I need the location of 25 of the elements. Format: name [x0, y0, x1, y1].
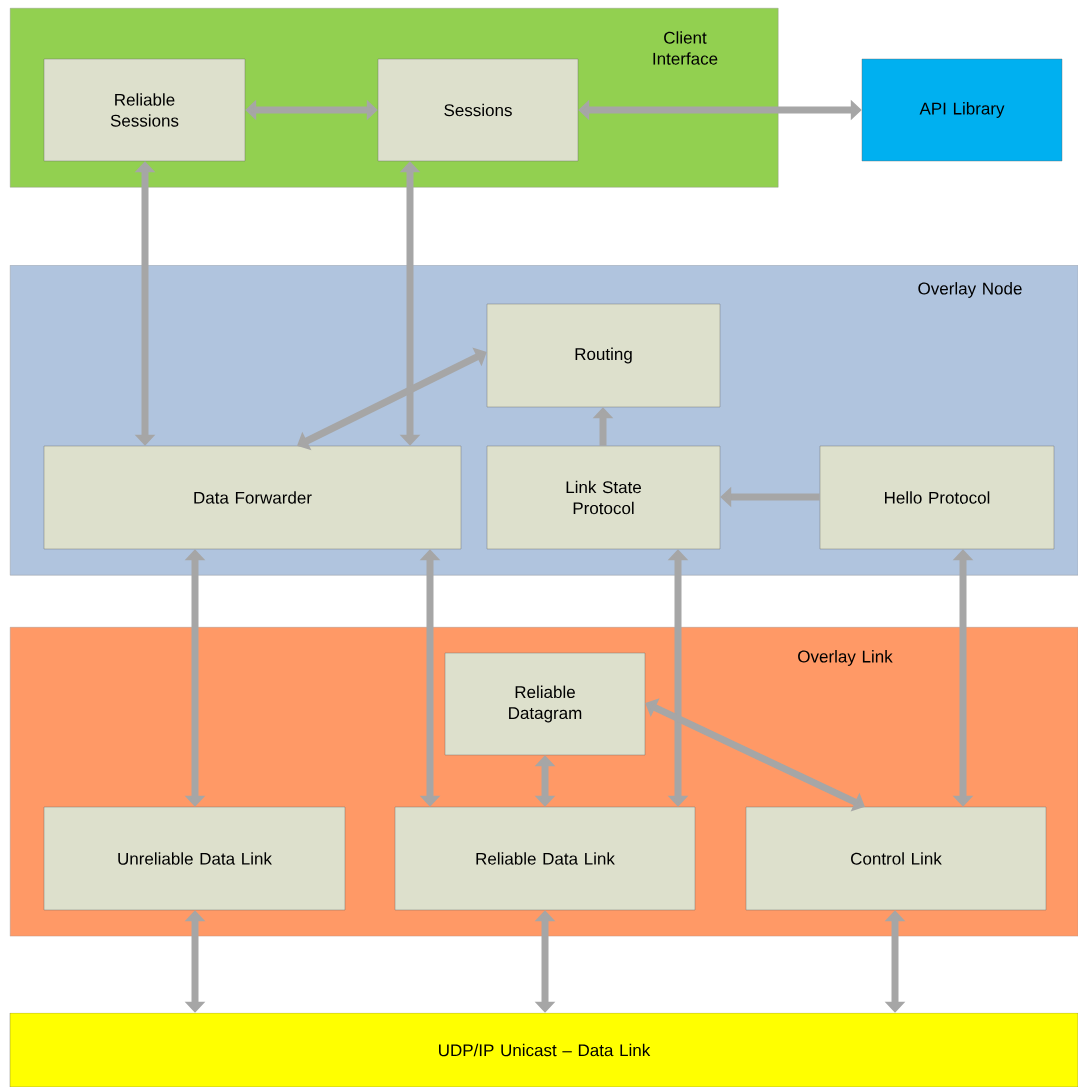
arrow [884, 910, 906, 1013]
process-box: Routing [486, 303, 721, 408]
process-box: Data Forwarder [43, 445, 462, 550]
arrow [184, 910, 206, 1013]
process-box: Reliable Sessions [43, 58, 246, 162]
arrow [245, 99, 378, 121]
arrow [419, 549, 441, 807]
process-box: Unreliable Data Link [43, 806, 346, 911]
arrow [297, 347, 487, 451]
process-box: Link State Protocol [486, 445, 721, 550]
process-box: API Library [861, 58, 1063, 162]
arrow [952, 549, 974, 807]
process-box: Reliable Datagram [444, 652, 646, 756]
process-box: UDP/IP Unicast – Data Link [9, 1012, 1078, 1087]
process-box: Sessions [377, 58, 579, 162]
process-box: Hello Protocol [819, 445, 1055, 550]
arrow [399, 161, 421, 446]
arrow [578, 99, 862, 121]
arrow [534, 755, 556, 807]
process-box: Reliable Data Link [394, 806, 696, 911]
arrow [534, 910, 556, 1013]
arrow [184, 549, 206, 807]
process-box: Control Link [745, 806, 1047, 911]
arrow [667, 549, 689, 807]
arrow [134, 161, 156, 446]
